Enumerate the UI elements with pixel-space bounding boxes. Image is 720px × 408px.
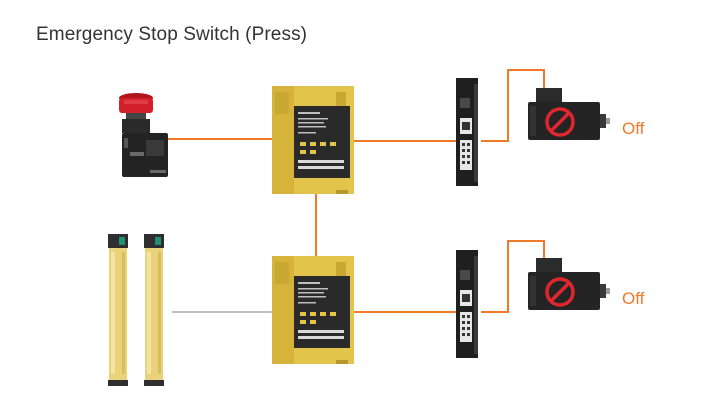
safety-module-2 — [272, 256, 354, 364]
servo-motor-2 — [528, 258, 610, 310]
safety-module-1 — [272, 86, 354, 194]
servo-driver-1 — [456, 78, 478, 186]
prohibited-icon — [545, 107, 575, 137]
motor-1-state-label: Off — [622, 119, 645, 138]
diagram-title: Emergency Stop Switch (Press) — [36, 24, 308, 45]
wire-driver-1-to-motor-1 — [481, 69, 545, 142]
light-curtain-emitter — [108, 234, 128, 386]
servo-driver-2 — [456, 250, 478, 358]
safety-light-curtain — [108, 234, 164, 386]
wires — [168, 69, 545, 313]
servo-motor-1 — [528, 88, 610, 140]
emergency-stop-switch — [119, 93, 168, 177]
wire-driver-2-to-motor-2 — [481, 240, 545, 313]
motor-2-state-label: Off — [622, 289, 645, 308]
prohibited-icon — [545, 277, 575, 307]
light-curtain-receiver — [144, 234, 164, 386]
